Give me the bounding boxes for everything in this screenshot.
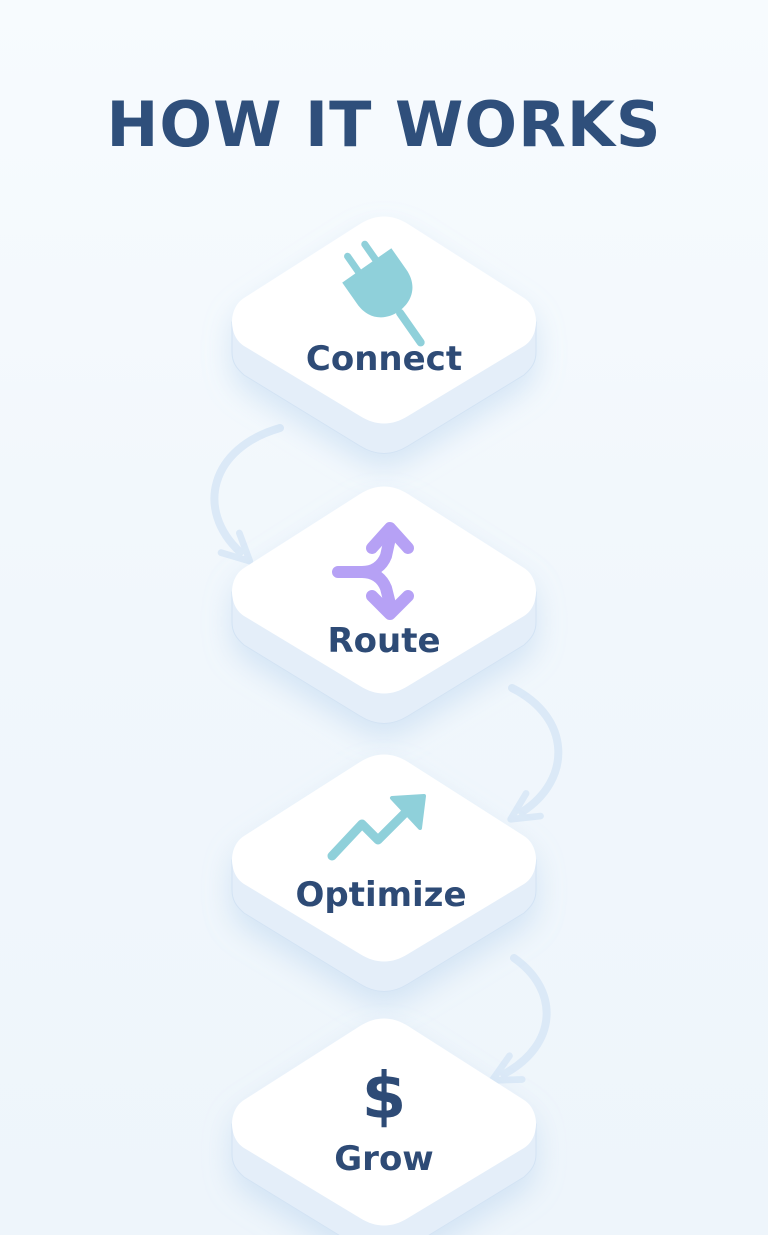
tile-top bbox=[232, 1018, 536, 1226]
step-connect bbox=[231, 216, 537, 454]
dollar-icon: $ bbox=[362, 1060, 407, 1134]
step-label: Route bbox=[327, 621, 440, 661]
tile-top bbox=[232, 754, 536, 962]
step-label: Optimize bbox=[295, 875, 466, 915]
split-arrows-icon bbox=[332, 522, 414, 620]
trend-up-arrow-icon bbox=[327, 794, 426, 861]
step-optimize bbox=[231, 754, 537, 992]
step-label: Connect bbox=[306, 339, 462, 379]
connector-arrow-2 bbox=[507, 684, 563, 823]
connector-arrow-1 bbox=[210, 424, 284, 565]
step-label: Grow bbox=[334, 1139, 433, 1179]
plug-icon bbox=[342, 240, 425, 347]
page-title: HOW IT WORKS bbox=[106, 88, 662, 161]
step-grow bbox=[231, 1018, 537, 1235]
tile-top bbox=[232, 216, 536, 424]
connector-arrow-3 bbox=[488, 954, 551, 1084]
